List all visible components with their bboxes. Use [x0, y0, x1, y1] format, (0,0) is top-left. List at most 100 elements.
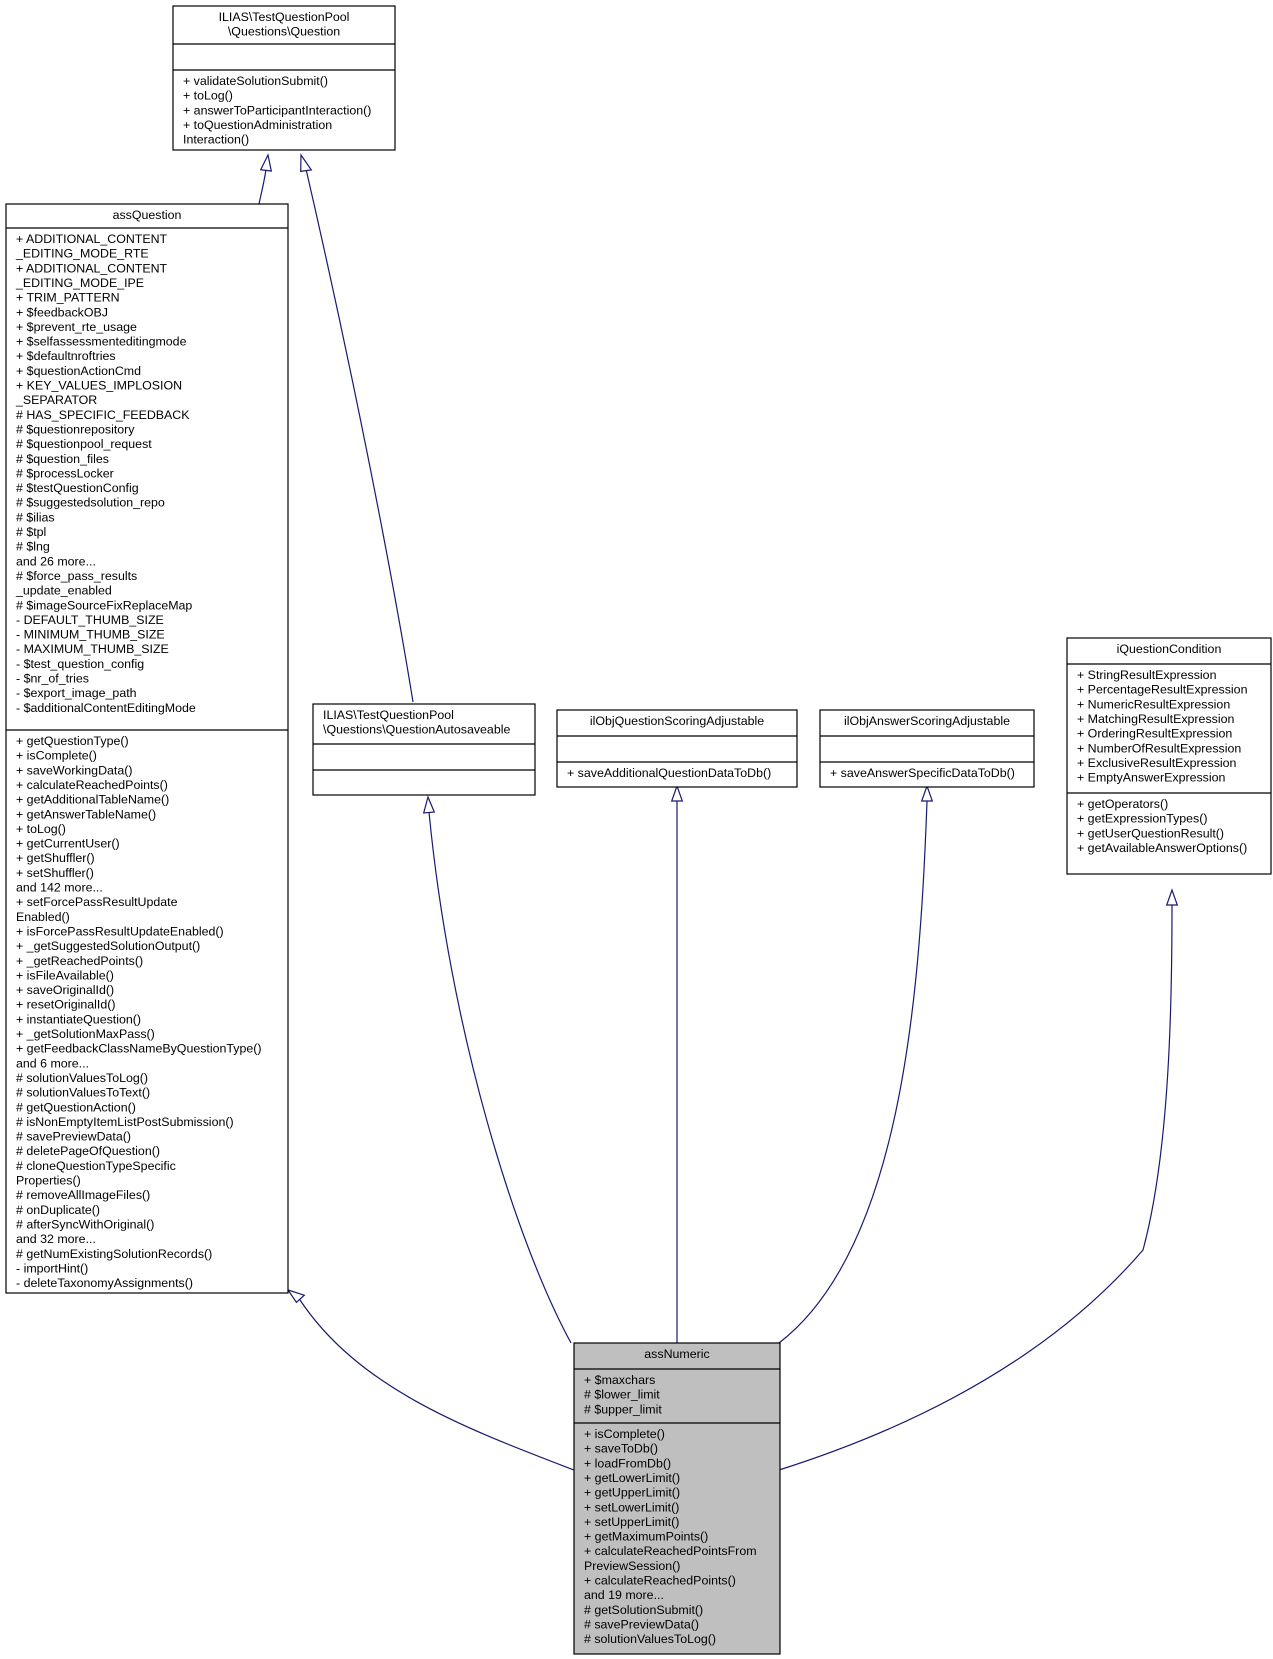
- class-ilias-question-method: + answerToParticipantInteraction(): [183, 103, 371, 117]
- class-assquestion-attribute: # $lng: [16, 540, 50, 554]
- class-ilias-question[interactable]: ILIAS\TestQuestionPool\Questions\Questio…: [172, 5, 396, 151]
- class-assquestion-attribute: # $ilias: [16, 510, 55, 524]
- class-assnumeric-method: + getLowerLimit(): [584, 1471, 680, 1485]
- class-assnumeric-method: + calculateReachedPointsFrom: [584, 1544, 757, 1558]
- class-iquestioncondition-method: + getExpressionTypes(): [1077, 812, 1208, 826]
- class-assquestion-method: + getQuestionType(): [16, 734, 129, 748]
- class-assquestion-method: + getAnswerTableName(): [16, 807, 156, 821]
- class-assquestion-attribute: _SEPARATOR: [15, 393, 97, 407]
- class-ilobjquestionscoringadjustable-frame: [556, 709, 798, 788]
- class-assnumeric-method: # savePreviewData(): [584, 1617, 699, 1631]
- class-assquestion-method: # getNumExistingSolutionRecords(): [16, 1247, 212, 1261]
- class-assquestion-method: - importHint(): [16, 1261, 88, 1275]
- class-assquestion-method: + isForcePassResultUpdateEnabled(): [16, 924, 224, 938]
- class-assquestion-method: + saveWorkingData(): [16, 763, 133, 777]
- class-question-autosaveable-title: \Questions\QuestionAutosaveable: [323, 723, 510, 737]
- class-iquestioncondition-attribute: + NumberOfResultExpression: [1077, 741, 1241, 755]
- class-assquestion-attribute: # $testQuestionConfig: [16, 481, 139, 495]
- class-assquestion-attribute: and 26 more...: [16, 554, 96, 568]
- class-assnumeric-method: and 19 more...: [584, 1588, 664, 1602]
- class-assnumeric-method: + loadFromDb(): [584, 1456, 671, 1470]
- class-question-autosaveable-title: ILIAS\TestQuestionPool: [323, 708, 454, 722]
- class-iquestioncondition-attribute: + ExclusiveResultExpression: [1077, 756, 1237, 770]
- class-assquestion-attribute: + TRIM_PATTERN: [16, 291, 120, 305]
- class-assquestion-attribute: # $suggestedsolution_repo: [16, 496, 165, 510]
- class-iquestioncondition[interactable]: iQuestionCondition+ StringResultExpressi…: [1066, 637, 1272, 875]
- class-assquestion-method: and 32 more...: [16, 1232, 96, 1246]
- class-ilias-question-method: + toQuestionAdministration: [183, 118, 332, 132]
- class-assquestion-attribute: + $defaultnroftries: [16, 349, 116, 363]
- class-question-autosaveable-frame: [312, 703, 536, 796]
- class-assquestion-method: # onDuplicate(): [16, 1203, 100, 1217]
- class-ilobjanswerscoringadjustable-frame: [819, 709, 1035, 788]
- class-assquestion-attribute: # $question_files: [16, 452, 109, 466]
- class-assquestion-method: + _getSolutionMaxPass(): [16, 1027, 155, 1041]
- class-assnumeric-attribute: # $lower_limit: [584, 1388, 660, 1402]
- class-iquestioncondition-method: + getOperators(): [1077, 797, 1168, 811]
- class-assquestion-attribute: - $export_image_path: [16, 686, 137, 700]
- class-ilobjanswerscoringadjustable-title: ilObjAnswerScoringAdjustable: [844, 714, 1010, 728]
- class-assquestion-method: + setShuffler(): [16, 866, 94, 880]
- edge-assnumeric-to-autosaveable: [428, 811, 572, 1344]
- class-assquestion-attribute: _EDITING_MODE_RTE: [15, 247, 149, 261]
- class-assquestion-title: assQuestion: [113, 208, 182, 222]
- class-assquestion-method: + setForcePassResultUpdate: [16, 895, 178, 909]
- class-ilobjanswerscoringadjustable-method: + saveAnswerSpecificDataToDb(): [830, 766, 1015, 780]
- class-assquestion-method: + resetOriginalId(): [16, 998, 116, 1012]
- class-assquestion-method: Enabled(): [16, 910, 70, 924]
- class-iquestioncondition-method: + getAvailableAnswerOptions(): [1077, 841, 1247, 855]
- class-assquestion-method: # deletePageOfQuestion(): [16, 1144, 160, 1158]
- inheritance-edges: [258, 153, 1179, 1471]
- class-assquestion-method: # getQuestionAction(): [16, 1100, 136, 1114]
- class-assquestion-attribute: - $test_question_config: [16, 657, 144, 671]
- class-assquestion-method: # solutionValuesToLog(): [16, 1071, 148, 1085]
- class-assquestion-method: + getAdditionalTableName(): [16, 793, 169, 807]
- class-assquestion-method: + _getReachedPoints(): [16, 954, 143, 968]
- class-assnumeric[interactable]: assNumeric+ $maxchars# $lower_limit# $up…: [573, 1342, 781, 1655]
- class-assquestion-attribute: _update_enabled: [15, 584, 112, 598]
- class-assquestion-attribute: - MINIMUM_THUMB_SIZE: [16, 628, 165, 642]
- class-assquestion-method: and 142 more...: [16, 881, 103, 895]
- class-iquestioncondition-method: + getUserQuestionResult(): [1077, 826, 1224, 840]
- class-assquestion-attribute: - MAXIMUM_THUMB_SIZE: [16, 642, 169, 656]
- class-assquestion-method: + isComplete(): [16, 749, 97, 763]
- edge-autosaveable-to-question: [305, 168, 414, 703]
- class-assquestion-method: Properties(): [16, 1174, 81, 1188]
- class-ilias-question-method: + validateSolutionSubmit(): [183, 74, 328, 88]
- class-assquestion-attribute: + ADDITIONAL_CONTENT: [16, 232, 168, 246]
- class-ilobjquestionscoringadjustable-title: ilObjQuestionScoringAdjustable: [590, 714, 764, 728]
- class-assnumeric-attribute: # $upper_limit: [584, 1402, 662, 1416]
- class-iquestioncondition-attribute: + OrderingResultExpression: [1077, 727, 1232, 741]
- class-assquestion-attribute: # HAS_SPECIFIC_FEEDBACK: [16, 408, 190, 422]
- class-assquestion-method: + getCurrentUser(): [16, 837, 120, 851]
- edge-autosaveable-to-question-arrowhead: [300, 153, 313, 173]
- class-question-autosaveable[interactable]: ILIAS\TestQuestionPool\Questions\Questio…: [312, 703, 536, 796]
- class-boxes: ILIAS\TestQuestionPool\Questions\Questio…: [5, 5, 1272, 1655]
- class-iquestioncondition-attribute: + NumericResultExpression: [1077, 697, 1230, 711]
- class-assnumeric-frame: [573, 1342, 781, 1655]
- class-assquestion-attribute: _EDITING_MODE_IPE: [15, 276, 144, 290]
- class-assquestion-method: + _getSuggestedSolutionOutput(): [16, 939, 200, 953]
- class-ilobjquestionscoringadjustable[interactable]: ilObjQuestionScoringAdjustable+ saveAddi…: [556, 709, 798, 788]
- class-assquestion-attribute: + ADDITIONAL_CONTENT: [16, 261, 168, 275]
- class-assnumeric-method: + isComplete(): [584, 1427, 665, 1441]
- class-assnumeric-method: + setLowerLimit(): [584, 1500, 679, 1514]
- class-assnumeric-method: + saveToDb(): [584, 1442, 658, 1456]
- class-assquestion-method: + isFileAvailable(): [16, 968, 114, 982]
- class-assquestion-method: + getFeedbackClassNameByQuestionType(): [16, 1042, 262, 1056]
- class-assquestion-method: + calculateReachedPoints(): [16, 778, 168, 792]
- edge-assnumeric-to-assquestion-arrowhead: [286, 1288, 306, 1304]
- class-ilias-question-frame: [172, 5, 396, 151]
- class-assquestion-attribute: - $additionalContentEditingMode: [16, 701, 196, 715]
- class-assquestion-method: # isNonEmptyItemListPostSubmission(): [16, 1115, 234, 1129]
- class-assquestion-method: # solutionValuesToText(): [16, 1086, 150, 1100]
- class-assnumeric-method: PreviewSession(): [584, 1559, 680, 1573]
- class-assquestion-method: # removeAllImageFiles(): [16, 1188, 150, 1202]
- class-ilobjanswerscoringadjustable[interactable]: ilObjAnswerScoringAdjustable + saveAnswer…: [819, 709, 1035, 788]
- class-assquestion-attribute: + KEY_VALUES_IMPLOSION: [16, 379, 182, 393]
- edge-assnumeric-to-condition-arrowhead: [1165, 888, 1179, 906]
- edge-assquestion-to-question-arrowhead: [259, 153, 273, 172]
- class-assquestion-attribute: # $processLocker: [16, 466, 114, 480]
- class-assquestion[interactable]: assQuestion+ ADDITIONAL_CONTENT_EDITING_…: [5, 203, 289, 1294]
